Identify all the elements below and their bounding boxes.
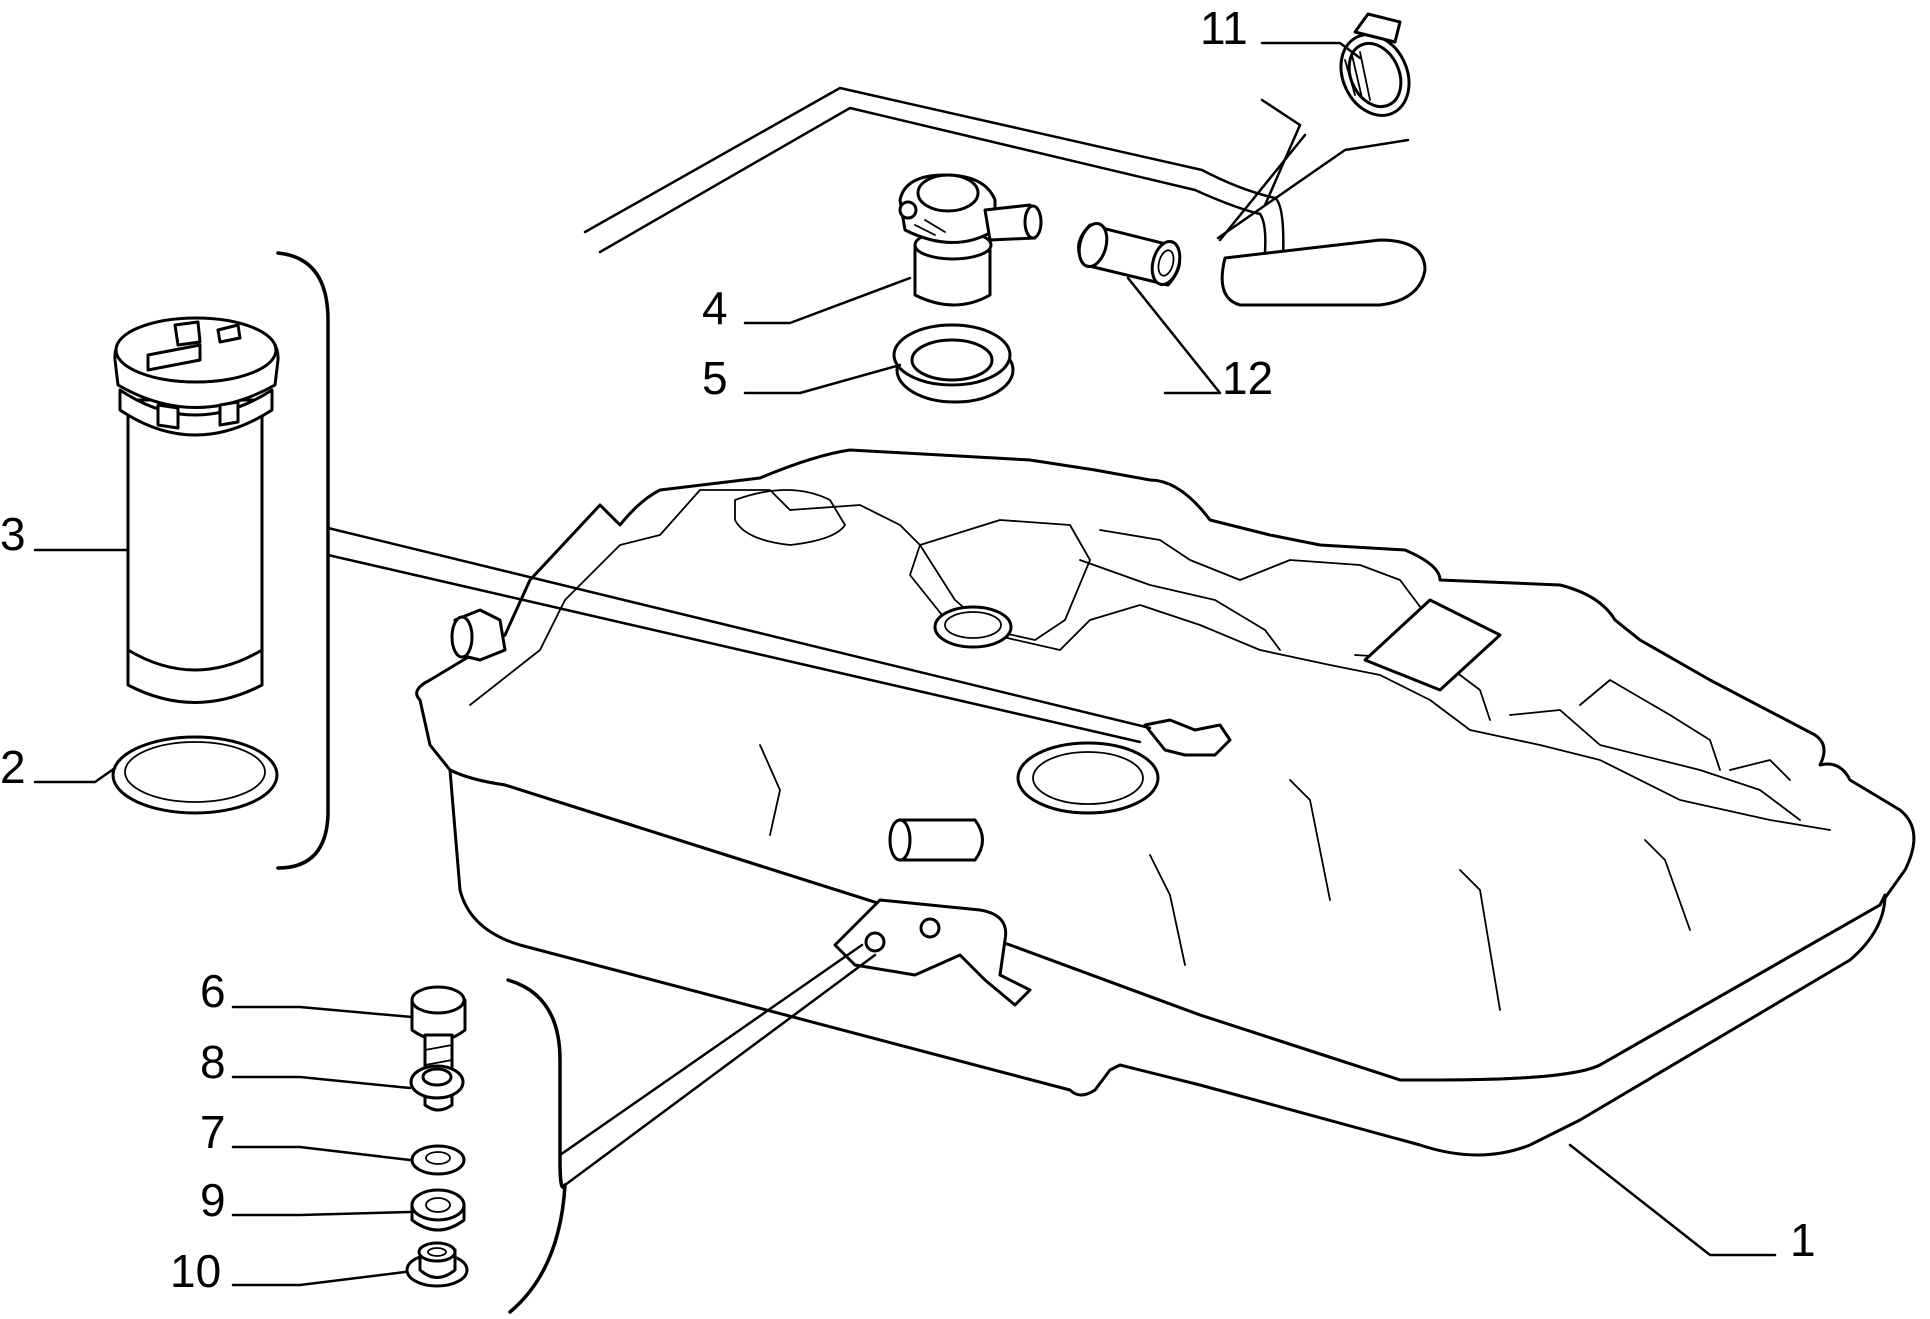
hose-sleeve-part <box>1077 221 1182 287</box>
hose-clamp-part <box>1339 12 1411 117</box>
leader-1 <box>1568 1143 1777 1257</box>
callout-6: 6 <box>200 965 226 1017</box>
filler-seal-part <box>892 323 1015 404</box>
callout-10: 10 <box>170 1245 221 1297</box>
callout-labels: 11 4 5 12 3 2 1 6 8 7 9 10 <box>0 2 1816 1297</box>
flange-nut-part <box>405 1241 469 1288</box>
callout-9: 9 <box>200 1174 226 1226</box>
callout-5: 5 <box>702 352 728 404</box>
callout-3: 3 <box>0 508 26 560</box>
fastener-group-bracket <box>506 978 567 1314</box>
callout-1: 1 <box>1790 1214 1816 1266</box>
pump-reference-line-top <box>326 526 1152 730</box>
vent-line-outline <box>583 86 1427 307</box>
leader-4 <box>743 276 912 325</box>
fastener-reference-line-top <box>558 943 864 1157</box>
leader-8 <box>231 1075 412 1090</box>
leader-12 <box>1126 276 1222 395</box>
pump-reference-line-bottom <box>326 553 1142 744</box>
leader-11 <box>1260 41 1362 60</box>
fastener-reference-line-bottom <box>563 953 877 1187</box>
pump-seal-ring-part <box>111 735 279 815</box>
pump-group-bracket <box>276 251 330 870</box>
leader-7 <box>231 1145 412 1162</box>
leader-6 <box>231 1005 414 1019</box>
callout-4: 4 <box>702 282 728 334</box>
callout-7: 7 <box>200 1106 226 1158</box>
leader-2 <box>33 766 117 784</box>
leader-5 <box>743 363 902 395</box>
callout-12: 12 <box>1222 352 1273 404</box>
callout-11: 11 <box>1200 2 1248 54</box>
spring-washer-part <box>409 1064 465 1100</box>
fuel-tank-part <box>415 448 1916 1157</box>
leader-10 <box>231 1270 407 1287</box>
filler-neck-valve-part <box>898 173 1043 307</box>
spacer-part <box>410 1188 466 1232</box>
callout-8: 8 <box>200 1036 226 1088</box>
callout-2: 2 <box>0 741 26 793</box>
fuel-pump-part <box>113 316 280 704</box>
leader-lines <box>33 41 1777 1287</box>
leader-9 <box>231 1210 412 1217</box>
washer-part <box>410 1144 466 1176</box>
